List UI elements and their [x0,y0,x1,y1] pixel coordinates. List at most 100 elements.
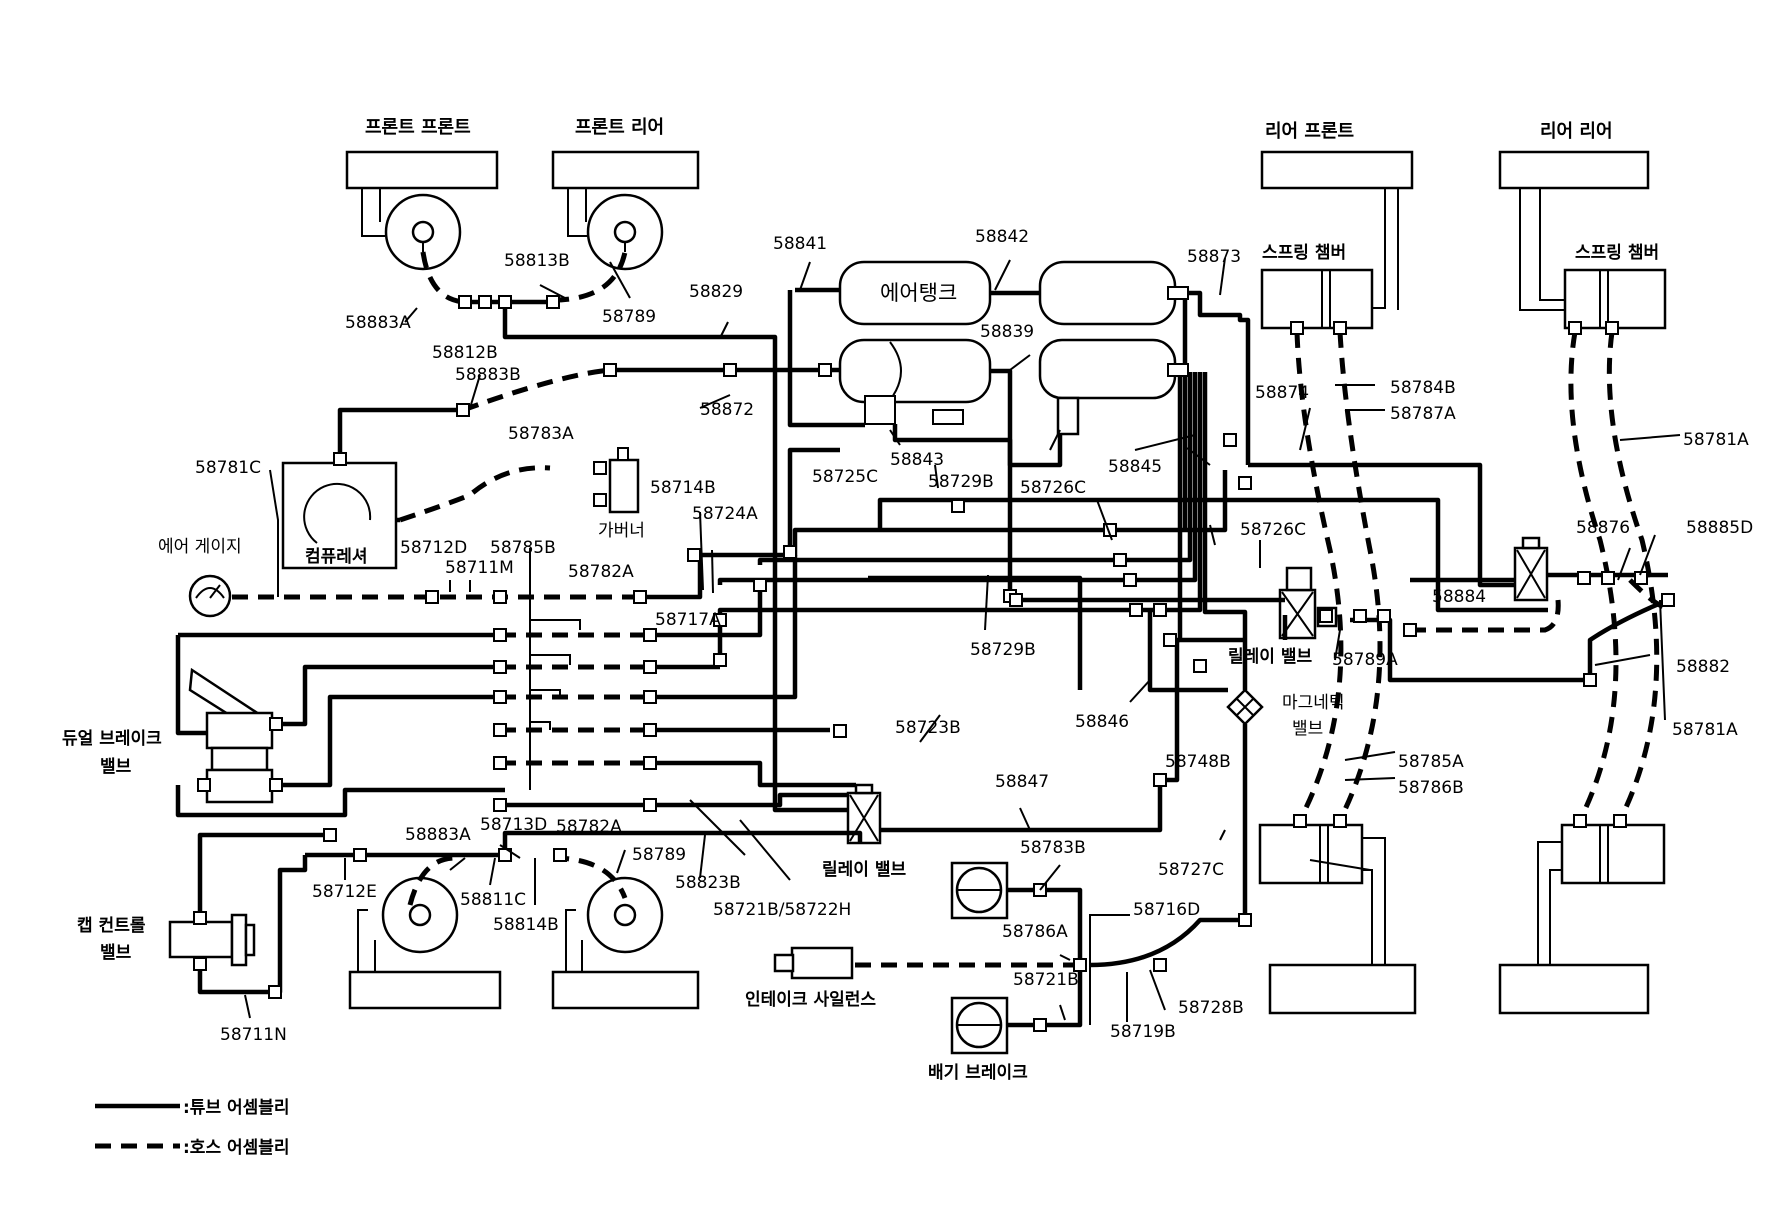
relay-valve-lower-label: 릴레이 밸브 [822,860,906,880]
leader-lines [244,257,1681,1025]
part-label: 58729B [928,472,994,492]
dual-brake-valve-label-2: 밸브 [100,757,132,777]
part-label: 58829 [689,282,743,302]
cab-control-valve [168,913,256,967]
part-label: 58784B [1390,378,1456,398]
part-label: 58846 [1075,712,1129,732]
hose-lines [232,251,1671,968]
exhaust-brake-top [950,861,1009,920]
part-label: 58789 [602,307,656,327]
part-label: 58785A [1398,752,1464,772]
title-front-front: 프론트 프론트 [365,117,471,138]
part-label: 58843 [890,450,944,470]
cab-control-valve-label-2: 밸브 [100,943,132,963]
intake-silencer-label: 인테이크 사일런스 [745,990,876,1010]
part-label: 58883A [345,313,411,333]
dual-brake-valve [188,667,283,804]
front-front-top-wheel [345,150,499,271]
front-front-bottom-wheel [348,876,502,1010]
magnetic-valve-label-1: 마그네틱 [1282,693,1345,713]
part-label: 58714B [650,478,716,498]
compressor [281,461,398,570]
component-labels: 에어탱크 스프링 챔버 스프링 챔버 컴퓨레셔 가버너 에어 게이지 듀얼 브레… [62,243,1659,1083]
part-label: 58842 [975,227,1029,247]
part-label: 58729B [970,640,1036,660]
title-front-rear: 프론트 리어 [575,117,664,138]
exhaust-brake-label: 배기 브레이크 [928,1063,1028,1083]
part-label: 58719B [1110,1022,1176,1042]
air-gauge-label: 에어 게이지 [158,537,242,557]
legend: :튜브 어셈블리 :호스 어셈블리 [95,1098,290,1158]
spring-chamber-rear-label: 스프링 챔버 [1575,243,1659,263]
part-label: 58812B [432,343,498,363]
part-label: 58721B [1013,970,1079,990]
titles: 프론트 프론트 프론트 리어 리어 프론트 리어 리어 [365,117,1613,142]
compressor-label: 컴퓨레셔 [305,546,368,567]
front-rear-bottom-wheel [551,876,700,1010]
relay-valve-upper-label: 릴레이 밸브 [1228,647,1312,667]
part-label: 58885D [1686,518,1753,538]
part-label: 58717A [655,610,721,630]
governor-label: 가버너 [598,521,645,541]
part-label: 58721B/58722H [713,900,851,920]
governor [608,447,640,514]
exhaust-brake-bottom [950,996,1009,1055]
part-label: 58727C [1158,860,1224,880]
part-label: 58811C [460,890,526,910]
title-rear-front: 리어 프론트 [1265,121,1354,142]
part-label: 58781A [1672,720,1738,740]
part-label: 58823B [675,873,741,893]
part-label: 58725C [812,467,878,487]
part-label: 58726C [1240,520,1306,540]
part-label: 58713D [480,815,547,835]
part-label: 58783A [508,424,574,444]
part-label: 58883A [405,825,471,845]
part-label: 58785B [490,538,556,558]
dual-brake-valve-label-1: 듀얼 브레이크 [62,729,162,749]
rear-rear-assembly [1498,150,1667,1015]
intake-silencer [773,946,854,980]
part-label: 58787A [1390,404,1456,424]
part-label: 58847 [995,772,1049,792]
magnetic-valve [1226,688,1264,726]
relay-valve-upper [1278,566,1338,640]
part-label: 58813B [504,251,570,271]
front-rear-top-wheel [551,150,700,271]
part-label: 58872 [700,400,754,420]
part-number-labels: 58841 58842 58873 58813B 58883A 58789 58… [195,227,1753,1045]
part-label: 58884 [1432,587,1486,607]
part-label: 58781A [1683,430,1749,450]
part-label: 58789A [1332,650,1398,670]
part-label: 58782A [556,817,622,837]
part-label: 58789 [632,845,686,865]
part-label: 58716D [1133,900,1200,920]
part-label: 58781C [195,458,261,478]
part-label: 58883B [455,365,521,385]
part-label: 58748B [1165,752,1231,772]
part-label: 58786A [1002,922,1068,942]
part-label: 58873 [1187,247,1241,267]
part-label: 58728B [1178,998,1244,1018]
part-label: 58726C [1020,478,1086,498]
part-label: 58841 [773,234,827,254]
part-label: 58882 [1676,657,1730,677]
part-label: 58876 [1576,518,1630,538]
rear-front-assembly [1258,150,1417,1015]
part-label: 58723B [895,718,961,738]
part-label: 58845 [1108,457,1162,477]
part-label: 58724A [692,504,758,524]
air-tank-label: 에어탱크 [880,281,957,305]
rear-relay-valve [1513,536,1549,602]
spring-chamber-front-label: 스프링 챔버 [1262,243,1346,263]
air-gauge [188,574,232,618]
part-label: 58814B [493,915,559,935]
legend-hose-label: :호스 어셈블리 [183,1138,290,1158]
magnetic-valve-label-2: 밸브 [1292,719,1323,739]
part-label: 58711M [445,558,514,578]
part-label: 58839 [980,322,1034,342]
part-label: 58874 [1255,383,1309,403]
cab-control-valve-label-1: 캡 컨트롤 [77,916,146,936]
part-label: 58712E [312,882,377,902]
part-label: 58712D [400,538,467,558]
